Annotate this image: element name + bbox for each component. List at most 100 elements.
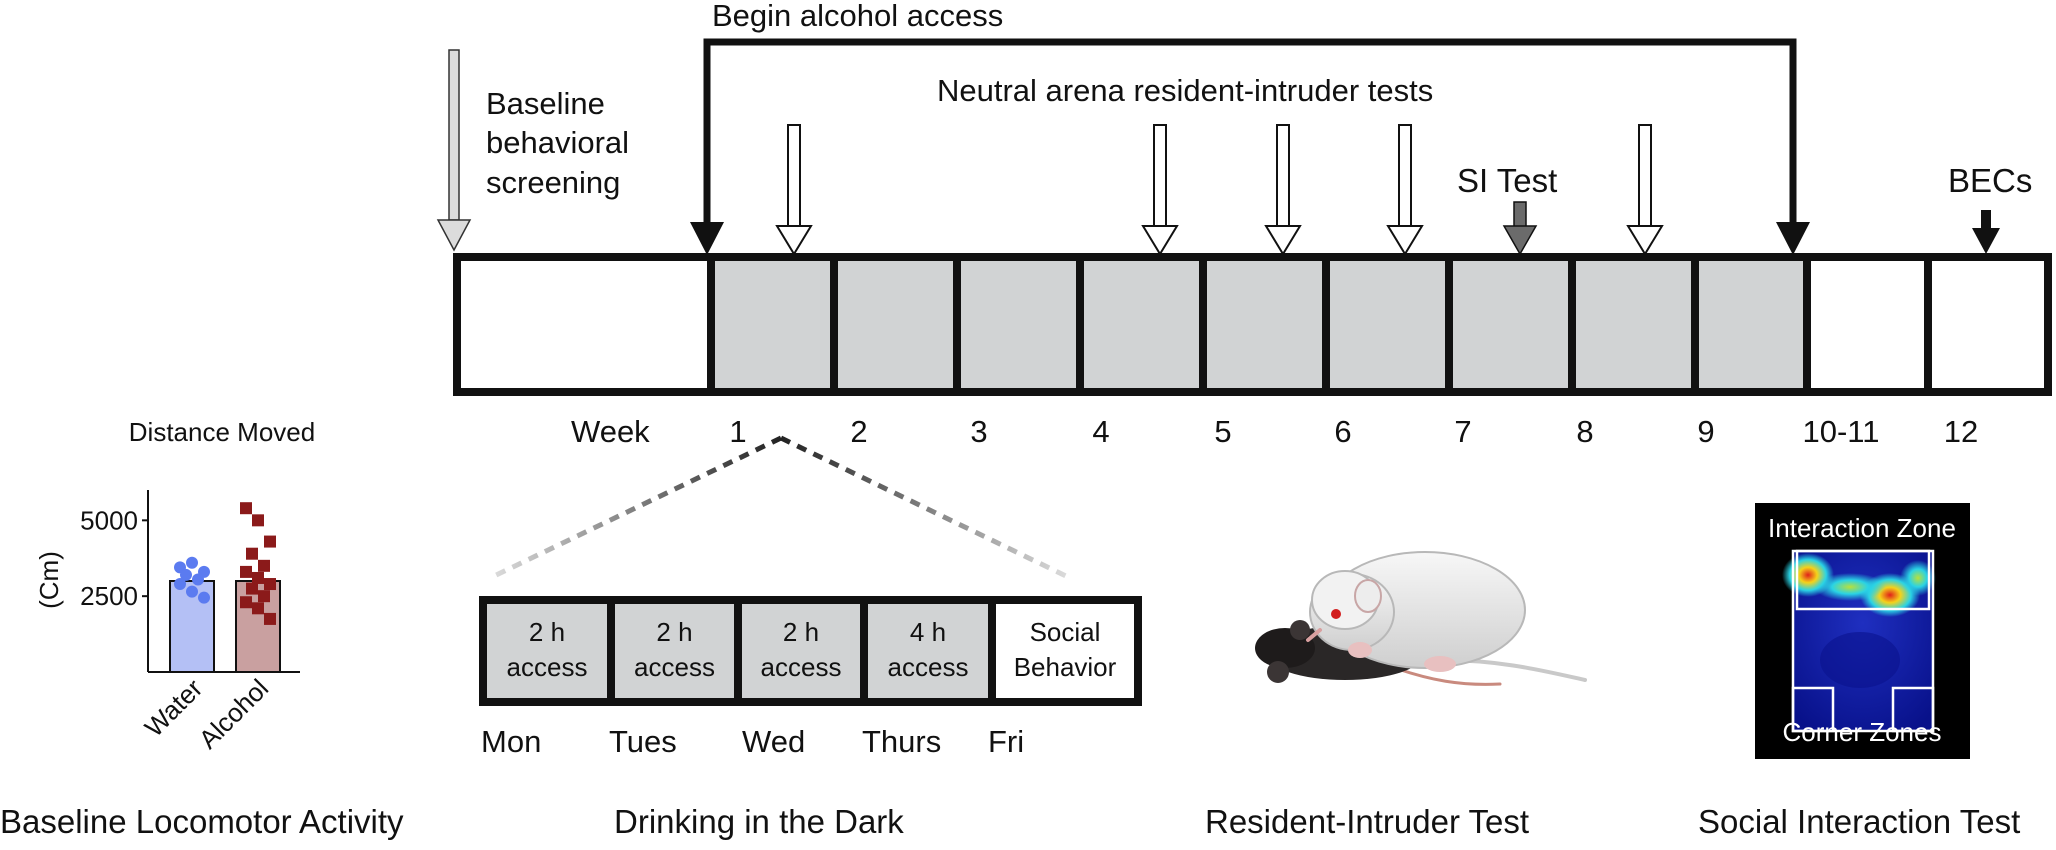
chart-point-alcohol (252, 514, 264, 527)
week-box (1932, 261, 2044, 388)
week-timeline (453, 253, 2052, 396)
week-label: 7 (1454, 414, 1471, 449)
chart-point-alcohol (240, 596, 252, 609)
week-box (1811, 261, 1924, 388)
week-label: 2 (850, 414, 867, 449)
day-box-line2: access (888, 652, 969, 682)
hollow-down-arrow (1264, 124, 1302, 256)
expand-line-right (779, 435, 1072, 581)
week-label: 4 (1092, 414, 1109, 449)
day-box-line1: 2 h (783, 617, 819, 647)
chart-point-alcohol (264, 612, 276, 625)
resident-intruder-caption: Resident-Intruder Test (1205, 803, 1529, 840)
day-label: Wed (742, 724, 805, 759)
day-label: Tues (609, 724, 677, 759)
day-box (996, 604, 1134, 698)
day-box-line2: access (507, 652, 588, 682)
becs-arrow (1972, 210, 2000, 254)
chart-y-tick-label: 2500 (80, 581, 138, 611)
week-box (1084, 261, 1199, 388)
week-box (461, 261, 707, 388)
chart-point-alcohol (246, 547, 258, 560)
chart-point-water (174, 578, 186, 591)
chart-point-alcohol (264, 578, 276, 591)
heatmap-panel (1755, 503, 1970, 759)
chart-point-water (180, 568, 192, 581)
chart-point-alcohol (240, 502, 252, 515)
chart-point-alcohol (258, 590, 270, 603)
baseline-label-line2: behavioral (486, 125, 629, 160)
day-box (742, 604, 860, 698)
week-box (961, 261, 1076, 388)
week-label: 1 (729, 414, 746, 449)
chart-point-water (192, 573, 204, 586)
baseline-label-line1: Baseline (486, 86, 605, 121)
chart-y-tick-label: 5000 (80, 505, 138, 535)
hollow-down-arrow (1386, 124, 1424, 256)
week-box (1330, 261, 1445, 388)
chart-point-alcohol (240, 565, 252, 578)
week-box (1699, 261, 1803, 388)
chart-point-water (186, 585, 198, 598)
day-box (487, 604, 607, 698)
chart-point-alcohol (252, 571, 264, 584)
day-box-line1: Social (1030, 617, 1101, 647)
si-test-label: SI Test (1457, 162, 1557, 199)
si-test-arrow (1502, 201, 1538, 256)
day-label: Fri (988, 724, 1024, 759)
hollow-down-arrow (1626, 124, 1664, 256)
rat-mouse-illustration (1255, 551, 1587, 686)
chart-point-water (198, 591, 210, 604)
week-label: 8 (1576, 414, 1593, 449)
chart-point-water (186, 556, 198, 569)
chart-title: Distance Moved (129, 417, 315, 447)
locomotor-caption: Baseline Locomotor Activity (0, 803, 404, 840)
week-label: 6 (1334, 414, 1351, 449)
week-label: 10-11 (1803, 414, 1880, 449)
day-box-line2: access (761, 652, 842, 682)
day-box-line2: access (634, 652, 715, 682)
baseline-label-line3: screening (486, 165, 620, 200)
day-box-line2: Behavior (1014, 652, 1117, 682)
social-interaction-caption: Social Interaction Test (1698, 803, 2020, 840)
hollow-down-arrow (775, 124, 813, 256)
chart-point-alcohol (252, 602, 264, 615)
resident-intruder-test-arrows (775, 124, 1664, 256)
day-box-line1: 2 h (529, 617, 565, 647)
week-axis-label: Week (571, 414, 650, 449)
week-label: 3 (970, 414, 987, 449)
week-label: 12 (1944, 414, 1978, 449)
day-box (868, 604, 988, 698)
day-box-line1: 2 h (656, 617, 692, 647)
expand-line-left (488, 435, 783, 581)
week-box (1453, 261, 1568, 388)
week-box (1576, 261, 1691, 388)
week-box (715, 261, 830, 388)
end-alcohol-arrowhead (1776, 222, 1810, 255)
week-box (838, 261, 953, 388)
corner-zones-label: Corner Zones (1783, 717, 1942, 747)
day-label: Mon (481, 724, 541, 759)
day-box (615, 604, 734, 698)
week-label: 5 (1214, 414, 1231, 449)
day-label: Thurs (862, 724, 941, 759)
chart-x-tick-label: Alcohol (193, 673, 275, 755)
chart-point-alcohol (264, 535, 276, 548)
interaction-zone-label: Interaction Zone (1768, 513, 1956, 543)
chart-point-alcohol (246, 582, 258, 595)
chart-point-alcohol (258, 559, 270, 572)
week-label: 9 (1697, 414, 1714, 449)
neutral-arena-label: Neutral arena resident-intruder tests (937, 73, 1433, 108)
alcohol-bracket (703, 38, 1797, 232)
begin-alcohol-arrowhead (690, 222, 724, 255)
baseline-arrow (436, 49, 472, 252)
chart-ylabel: (Cm) (34, 551, 64, 609)
drinking-caption: Drinking in the Dark (614, 803, 904, 840)
hollow-down-arrow (1141, 124, 1179, 256)
week-box (1207, 261, 1322, 388)
begin-alcohol-label: Begin alcohol access (712, 0, 1003, 33)
day-box-line1: 4 h (910, 617, 946, 647)
